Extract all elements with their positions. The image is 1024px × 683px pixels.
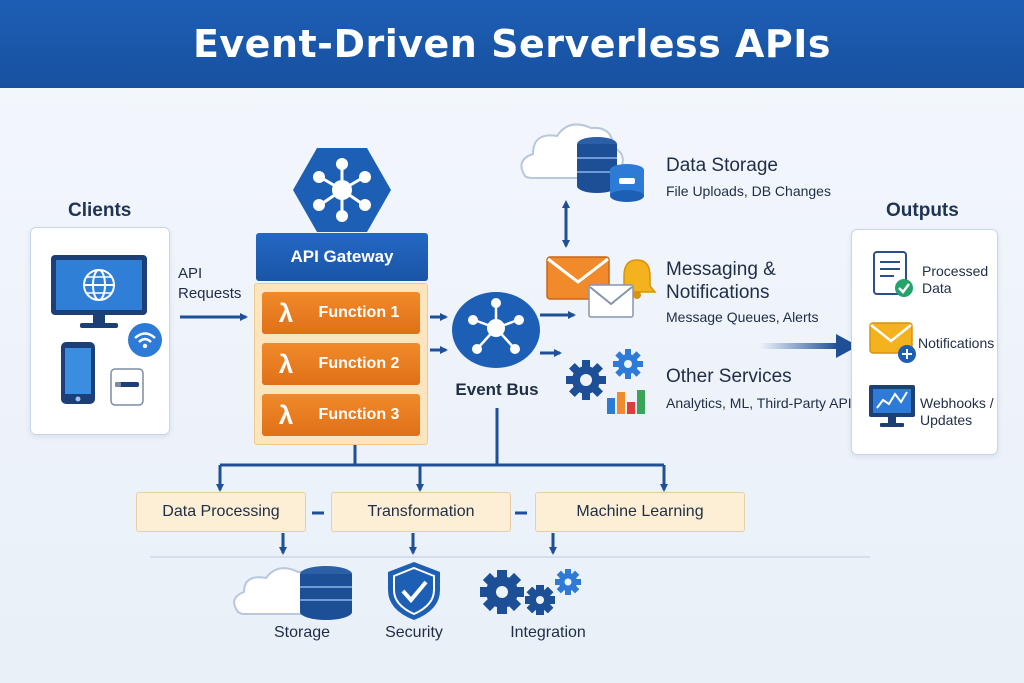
card-reader-icon (110, 368, 144, 406)
event-bus-label: Event Bus (455, 380, 539, 399)
monitor-chart-icon (869, 385, 915, 427)
output-webhooks: Webhooks / Updates (920, 395, 994, 428)
lambda-icon: λ (278, 297, 294, 328)
gears-icon (566, 349, 643, 400)
machine-learning-box: Machine Learning (535, 492, 745, 532)
event-bus-icon (452, 292, 540, 368)
function-1-label: Function 1 (318, 304, 400, 321)
desktop-monitor-icon (51, 255, 147, 328)
clients-heading: Clients (68, 200, 132, 221)
function-2[interactable]: λ Function 2 (262, 343, 420, 385)
function-3[interactable]: λ Function 3 (262, 394, 420, 436)
data-storage-subtitle: File Uploads, DB Changes (666, 183, 831, 199)
data-storage-title: Data Storage (666, 155, 778, 176)
smartphone-icon (61, 342, 95, 404)
output-notifications: Notifications (918, 335, 995, 351)
data-processing-box: Data Processing (136, 492, 306, 532)
title-banner: Event-Driven Serverless APIs (0, 0, 1024, 88)
integration-label: Integration (510, 624, 586, 641)
function-3-label: Function 3 (318, 406, 400, 423)
transformation-box: Transformation (331, 492, 511, 532)
other-services-title: Other Services (666, 366, 792, 387)
output-processed-data: Processed Data (922, 263, 989, 296)
function-2-label: Function 2 (318, 355, 400, 372)
transformation-label: Transformation (367, 503, 475, 520)
gears-icon (480, 569, 581, 615)
envelope-icon (588, 284, 634, 318)
cloud-database-icon (520, 123, 644, 202)
bar-chart-icon (607, 390, 645, 414)
outputs-heading: Outputs (886, 200, 959, 221)
arrow-to-outputs-shaft (760, 343, 838, 349)
function-1[interactable]: λ Function 1 (262, 292, 420, 334)
document-check-icon (873, 251, 913, 297)
shield-check-icon (388, 562, 440, 620)
security-label: Security (385, 624, 443, 641)
messaging-subtitle: Message Queues, Alerts (666, 309, 819, 325)
api-requests-label: API Requests (178, 265, 242, 302)
machine-learning-label: Machine Learning (576, 503, 704, 520)
page-title: Event-Driven Serverless APIs (192, 22, 832, 66)
wifi-icon (128, 323, 162, 357)
arrow-to-outputs-head (836, 334, 858, 358)
envelope-plus-icon (869, 322, 916, 363)
bell-icon (617, 259, 657, 299)
other-services-subtitle: Analytics, ML, Third-Party APIs (666, 395, 859, 411)
messaging-title: Messaging & Notifications (666, 259, 776, 303)
data-processing-label: Data Processing (162, 503, 280, 520)
storage-label: Storage (273, 624, 331, 641)
lambda-icon: λ (278, 348, 294, 379)
lambda-icon: λ (278, 399, 294, 430)
api-gateway-header: API Gateway (256, 233, 428, 281)
api-gateway-label: API Gateway (290, 247, 394, 266)
api-gateway-hexagon-icon (293, 148, 391, 232)
cloud-database-icon (233, 566, 352, 620)
